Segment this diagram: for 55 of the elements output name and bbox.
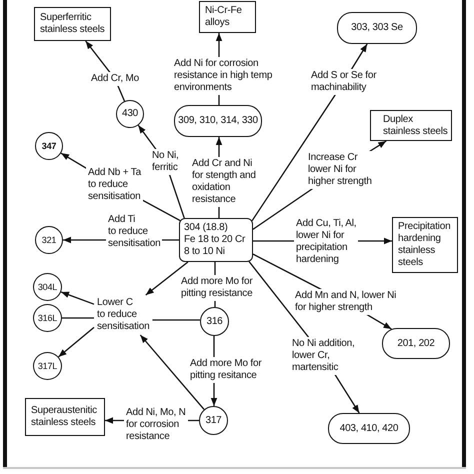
category-box — [25, 398, 105, 436]
node-label: 317L — [38, 360, 58, 372]
edge-label: Add Nb + Ta to reduce sensitisation — [86, 166, 143, 204]
edge-label: Add Ni for corrosion resistance in high temp environments — [172, 57, 274, 95]
node-label: 316 — [206, 316, 223, 328]
category-box — [34, 7, 111, 41]
arrow — [58, 326, 94, 358]
category-box — [370, 110, 452, 141]
node-label: Duplex stainless steels — [383, 114, 448, 138]
category-box — [199, 1, 256, 33]
connector-line — [62, 317, 94, 319]
node-label: 321 — [42, 234, 56, 246]
grade-circle — [35, 226, 63, 254]
edge-label: Add Cu, Ti, Al, lower Ni for precipitation hardening — [294, 217, 358, 267]
node-label: Superferritic stainless steels — [40, 12, 105, 36]
arrow — [145, 261, 188, 296]
arrow — [140, 334, 205, 410]
edge-label: No Ni, ferritic — [150, 149, 181, 175]
grade-circle — [33, 304, 62, 332]
node-label: 304 (18.8) Fe 18 to 20 Cr 8 to 10 Ni — [184, 222, 246, 258]
grade-circle — [33, 352, 62, 380]
node-label: 316L — [38, 312, 58, 324]
edge-label: Increase Cr lower Ni for higher strength — [306, 151, 374, 189]
node-label: Superaustenitic stainless steels — [31, 405, 97, 429]
edge-label: Add Cr and Ni for stength and oxidation resistance — [190, 157, 258, 207]
node-label: 309, 310, 314, 330 — [178, 115, 258, 127]
grade-circle — [35, 132, 63, 160]
annotation-text: Lower C to reduce sensitisation — [94, 295, 152, 335]
grade-group-box — [337, 12, 417, 44]
node-label: 347 — [42, 140, 56, 152]
node-label: Ni-Cr-Fe alloys — [205, 5, 242, 29]
grade-group-box — [382, 328, 450, 359]
connector-line — [152, 319, 200, 321]
node-label: 430 — [122, 108, 138, 120]
node-label: 303, 303 Se — [351, 22, 403, 34]
grade-group-box — [328, 413, 410, 444]
node-label: 403, 410, 420 — [340, 422, 398, 434]
edge-label: Add Mn and N, lower Ni for higher strength — [293, 289, 398, 315]
node-label: 317 — [205, 414, 222, 426]
arrow — [60, 291, 94, 305]
edge-label: Add more Mo for pitting resitance — [188, 357, 264, 383]
edge-label: No Ni addition, lower Cr, martensitic — [290, 337, 357, 375]
grade-group-box — [174, 105, 262, 137]
node-label: 304L — [38, 281, 58, 293]
node-label: 201, 202 — [397, 338, 435, 350]
edge-label: Add S or Se for machinability — [309, 69, 378, 95]
edge-label: Add Cr, Mo — [89, 72, 142, 86]
grade-circle — [33, 273, 62, 301]
node-label: Precipitation hardening stainless steels — [398, 221, 450, 269]
grade-circle — [116, 100, 144, 128]
category-box — [392, 217, 458, 273]
edge-label: Add more Mo for pitting resistance — [179, 275, 254, 301]
base-grade-box — [179, 218, 253, 262]
grade-circle — [200, 307, 229, 336]
grade-circle — [199, 406, 228, 435]
